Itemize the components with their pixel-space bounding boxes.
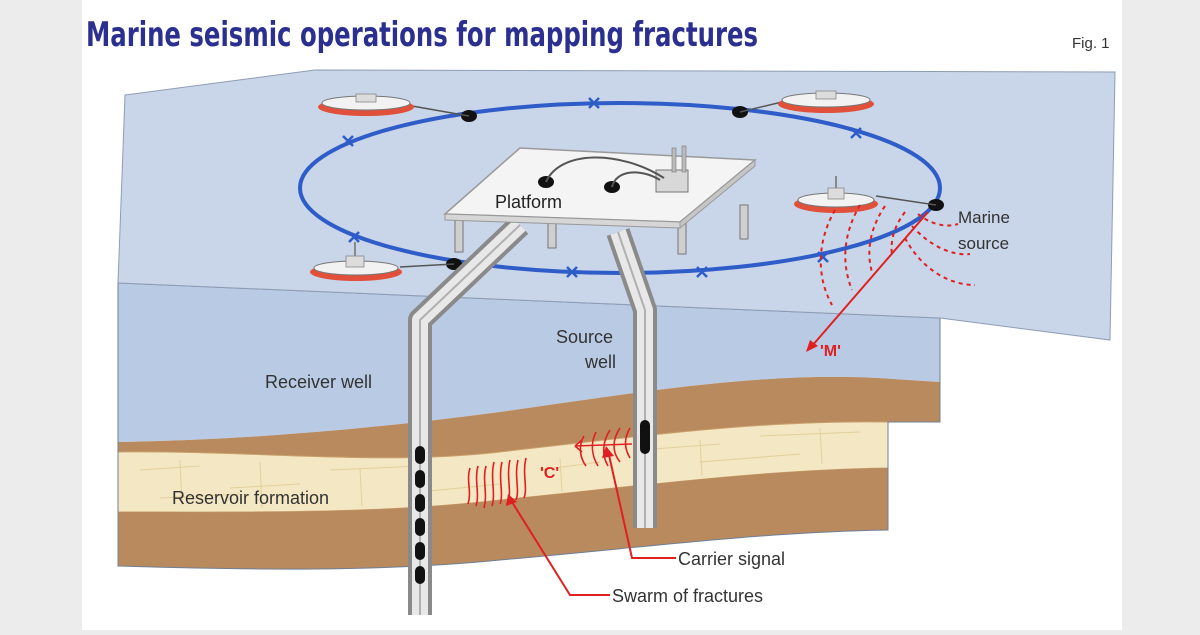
platform xyxy=(443,145,757,255)
block-outline xyxy=(117,282,941,570)
fracture-swarm xyxy=(467,457,527,509)
marine-source-label-line2: source xyxy=(958,234,1009,253)
vessel-northwest xyxy=(318,93,414,116)
carrier-arrowhead xyxy=(602,446,614,458)
receiver-well-sensors xyxy=(415,446,425,584)
marine-source-label-line1: Marine xyxy=(958,208,1010,227)
marker-c-label: 'C' xyxy=(540,465,559,482)
marine-source-wavefronts xyxy=(819,204,976,306)
callout-leaders xyxy=(511,454,676,596)
carrier-signal-label: Carrier signal xyxy=(678,549,785,569)
source-well-casing xyxy=(606,228,657,528)
fig-label: Fig. 1 xyxy=(1072,35,1110,52)
vessel-northeast xyxy=(778,90,874,113)
lower-sediment xyxy=(118,468,888,570)
carrier-signal-rays xyxy=(574,427,633,467)
source-well-label-line1: Source xyxy=(556,327,613,347)
tow-lines xyxy=(399,101,937,268)
receiver-well-casing xyxy=(408,216,529,615)
receiver-markers xyxy=(342,97,862,278)
m-wave-path xyxy=(811,211,929,347)
swarm-of-fractures-label: Swarm of fractures xyxy=(612,586,763,606)
reservoir-formation-label: Reservoir formation xyxy=(172,488,329,508)
upper-sediment xyxy=(118,376,940,458)
figure-title: Marine seismic operations for mapping fr… xyxy=(86,15,758,55)
m-wave-arrowhead xyxy=(806,340,818,352)
receiver-well-label: Receiver well xyxy=(265,372,372,392)
platform-label: Platform xyxy=(495,192,562,212)
water-side xyxy=(118,283,940,442)
source-well-label-line2: well xyxy=(584,352,616,372)
reservoir-texture xyxy=(139,427,861,509)
downhole-source xyxy=(640,420,650,454)
vessel-southwest xyxy=(310,242,402,281)
vessel-east xyxy=(794,176,878,213)
marker-m-label: 'M' xyxy=(820,343,841,360)
swarm-arrowhead xyxy=(506,494,517,506)
